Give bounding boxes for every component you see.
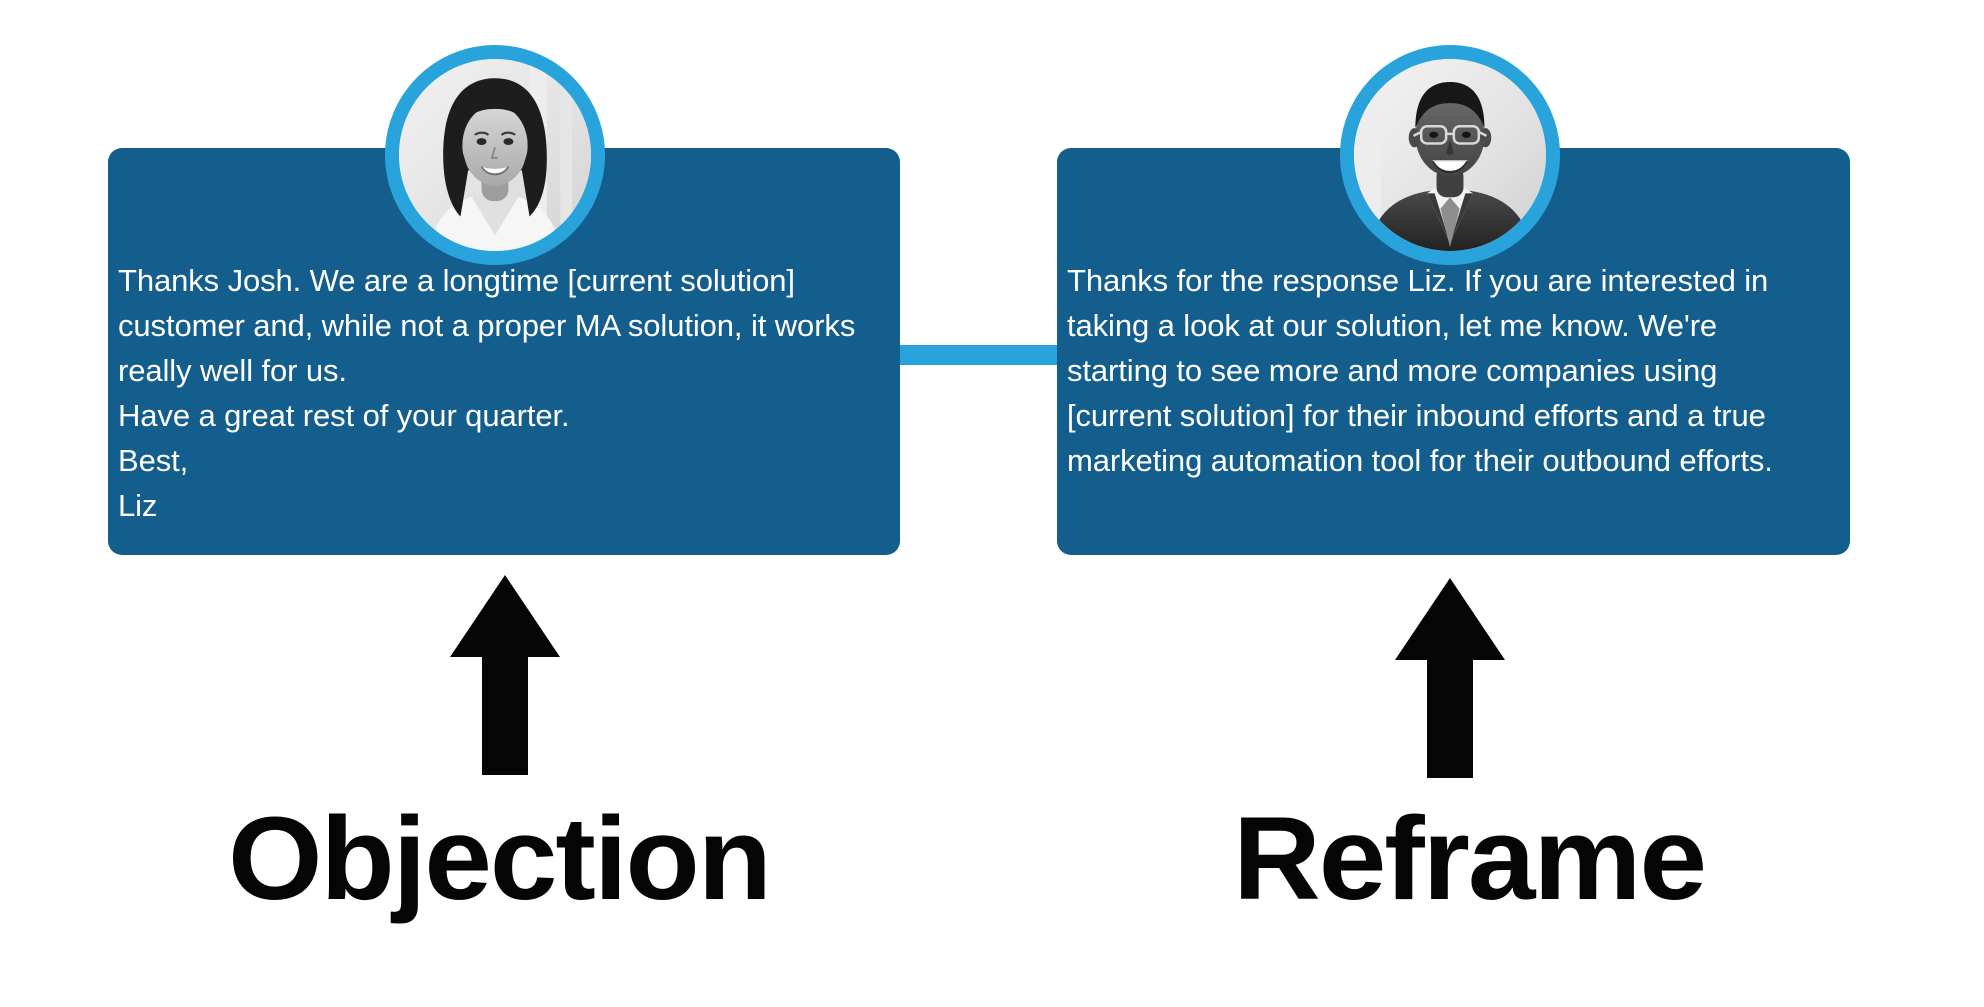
objection-message-text: Thanks Josh. We are a longtime [current … [118,263,856,523]
up-arrow-reframe [1395,578,1505,778]
avatar-objection [385,45,605,265]
avatar-man-photo [1354,59,1546,251]
avatar-reframe [1340,45,1560,265]
avatar-woman-photo [399,59,591,251]
reframe-message-text: Thanks for the response Liz. If you are … [1067,263,1773,478]
connector-line [893,345,1063,365]
up-arrow-objection [450,575,560,775]
reframe-card: Thanks for the response Liz. If you are … [1057,148,1850,555]
reframe-label: Reframe [1233,793,1707,925]
objection-label: Objection [228,793,772,925]
